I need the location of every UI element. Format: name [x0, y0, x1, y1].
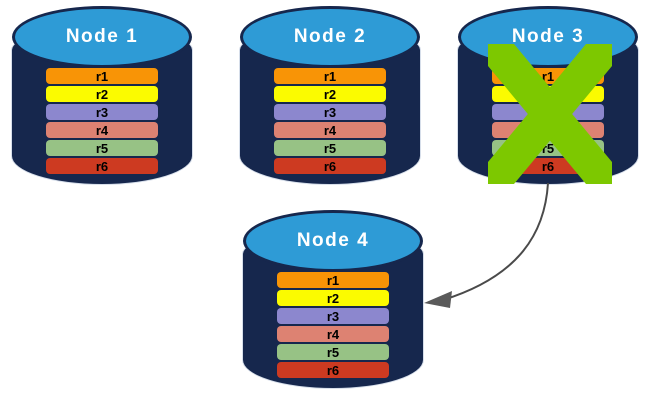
data-row[interactable]: r2: [46, 86, 158, 102]
data-row[interactable]: r3: [492, 104, 604, 120]
data-row[interactable]: r3: [274, 104, 386, 120]
node-cylinder-3[interactable]: Node 3 r1 r2 r3 r4 r5 r6: [458, 6, 638, 186]
data-row[interactable]: r4: [46, 122, 158, 138]
node-label-4: Node 4: [296, 230, 370, 251]
data-row[interactable]: r6: [274, 158, 386, 174]
node-cylinder-1[interactable]: Node 1 r1 r2 r3 r4 r5 r6: [12, 6, 192, 186]
data-row[interactable]: r3: [46, 104, 158, 120]
data-row[interactable]: r5: [277, 344, 389, 360]
cylinder-cap-2: [240, 6, 420, 68]
row-list-4: r1 r2 r3 r4 r5 r6: [277, 272, 389, 378]
data-row[interactable]: r5: [274, 140, 386, 156]
data-row[interactable]: r4: [492, 122, 604, 138]
cylinder-cap-1: [12, 6, 192, 68]
node-label-2: Node 2: [293, 26, 367, 47]
data-row[interactable]: r2: [277, 290, 389, 306]
data-row[interactable]: r4: [277, 326, 389, 342]
data-row[interactable]: r1: [492, 68, 604, 84]
row-list-2: r1 r2 r3 r4 r5 r6: [274, 68, 386, 174]
row-list-1: r1 r2 r3 r4 r5 r6: [46, 68, 158, 174]
data-row[interactable]: r5: [492, 140, 604, 156]
data-row[interactable]: r6: [277, 362, 389, 378]
data-row[interactable]: r2: [274, 86, 386, 102]
row-list-3: r1 r2 r3 r4 r5 r6: [492, 68, 604, 174]
data-row[interactable]: r3: [277, 308, 389, 324]
node-cylinder-4[interactable]: Node 4 r1 r2 r3 r4 r5 r6: [243, 210, 423, 390]
cylinder-cap-4: [243, 210, 423, 272]
data-row[interactable]: r4: [274, 122, 386, 138]
data-row[interactable]: r1: [274, 68, 386, 84]
data-row[interactable]: r5: [46, 140, 158, 156]
data-row[interactable]: r6: [46, 158, 158, 174]
node-label-1: Node 1: [65, 26, 139, 47]
node-cylinder-2[interactable]: Node 2 r1 r2 r3 r4 r5 r6: [240, 6, 420, 186]
data-row[interactable]: r1: [46, 68, 158, 84]
node-label-3: Node 3: [511, 26, 585, 47]
data-row[interactable]: r6: [492, 158, 604, 174]
data-row[interactable]: r2: [492, 86, 604, 102]
data-row[interactable]: r1: [277, 272, 389, 288]
